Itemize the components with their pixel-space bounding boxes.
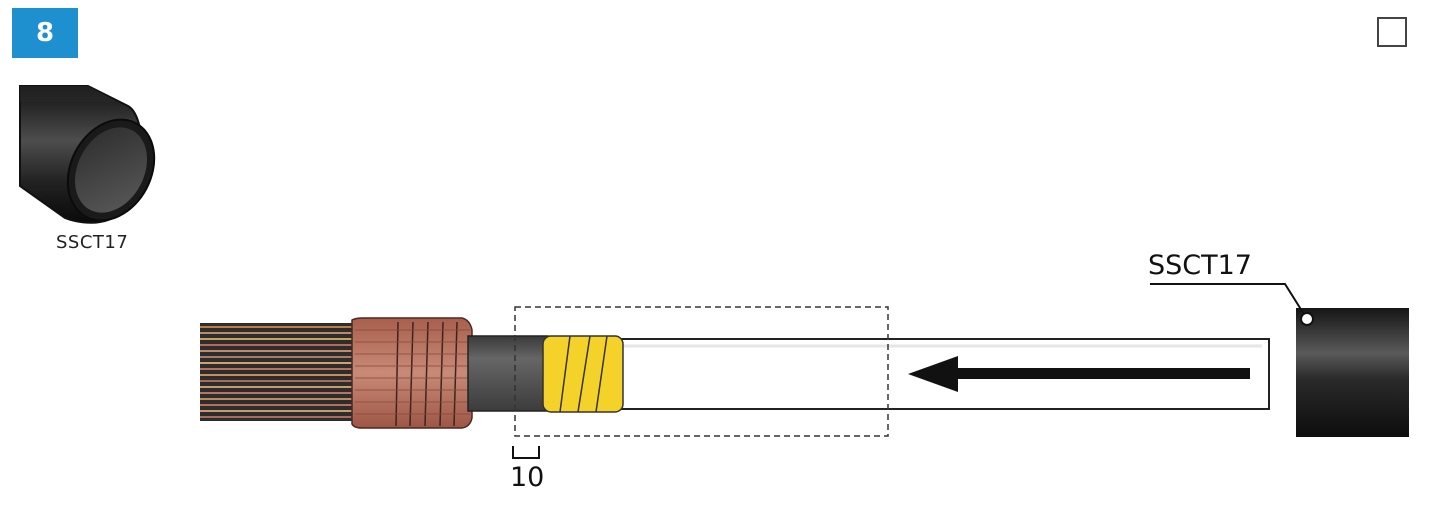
callout-part-label: SSCT17 xyxy=(1148,250,1252,281)
cable-wires xyxy=(200,323,365,421)
step-complete-checkbox[interactable] xyxy=(1377,17,1407,47)
heat-shrink-tube xyxy=(1296,308,1409,437)
direction-arrow-icon xyxy=(908,356,1250,392)
step-number-badge: 8 xyxy=(12,8,78,58)
yellow-tape-wrap xyxy=(542,335,624,413)
copper-shield xyxy=(351,317,473,429)
dimension-value: 10 xyxy=(510,462,545,493)
thumbnail-part-label: SSCT17 xyxy=(56,232,129,253)
heat-shrink-tube-icon xyxy=(19,85,156,224)
dimension-bracket xyxy=(512,446,540,459)
cable-jacket xyxy=(467,335,549,412)
callout-leader xyxy=(1150,283,1314,326)
